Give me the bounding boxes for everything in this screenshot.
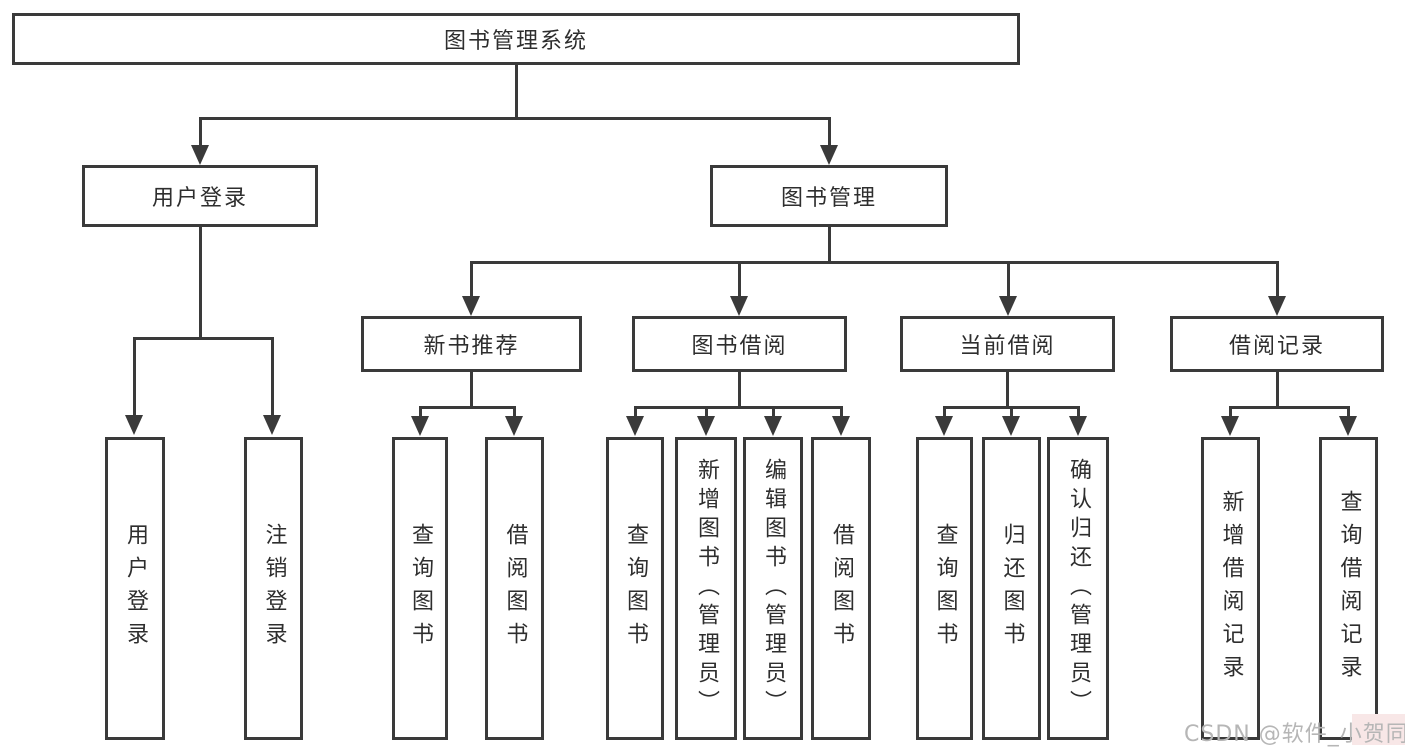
connector-line [1229,406,1232,418]
leaf-edit-books-admin: 编辑图书（管理员） [743,437,803,740]
arrow-down-icon [505,416,523,436]
node-label: 图书管理 [780,186,877,211]
leaf-label: 注销登录 [261,522,287,655]
node-label: 图书借阅 [691,334,788,359]
leaf-label: 查询图书 [932,522,958,655]
connector-line [1276,261,1279,298]
arrow-down-icon [764,416,782,436]
connector-line [738,261,741,298]
node-user-login: 用户登录 [82,165,318,227]
node-book-management: 图书管理 [710,165,948,227]
leaf-query-books-borrowing: 查询图书 [606,437,664,740]
leaf-return-books: 归还图书 [982,437,1041,740]
node-label: 图书管理系统 [443,29,588,54]
connector-line [133,337,136,417]
connector-line [199,117,830,120]
leaf-label: 借阅图书 [829,522,854,655]
leaf-label: 新增借阅记录 [1218,489,1244,688]
leaf-confirm-return-admin: 确认归还（管理员） [1047,437,1109,740]
arrow-down-icon [832,416,850,436]
node-book-borrowing: 图书借阅 [632,316,847,372]
leaf-label: 归还图书 [999,522,1025,655]
node-current-borrowing: 当前借阅 [900,316,1115,372]
connector-line [470,261,1278,264]
leaf-label: 新增图书（管理员） [694,458,719,719]
connector-line [705,406,708,418]
connector-line [828,117,831,148]
connector-line [199,117,202,148]
leaf-add-books-admin: 新增图书（管理员） [675,437,737,740]
arrow-down-icon [125,415,143,435]
connector-line [1010,406,1013,418]
arrow-down-icon [263,415,281,435]
leaf-logout: 注销登录 [244,437,303,740]
arrow-down-icon [1002,416,1020,436]
node-label: 当前借阅 [959,334,1056,359]
leaf-label: 确认归还（管理员） [1066,458,1091,719]
leaf-query-books-recommend: 查询图书 [392,437,448,740]
leaf-user-login: 用户登录 [105,437,165,740]
leaf-borrow-books-recommend: 借阅图书 [485,437,544,740]
connector-line [1007,261,1010,298]
arrow-down-icon [191,145,209,165]
arrow-down-icon [935,416,953,436]
connector-line [634,406,637,418]
leaf-label: 用户登录 [123,522,148,655]
leaf-label: 编辑图书（管理员） [761,458,786,719]
arrow-down-icon [411,416,429,436]
arrow-down-icon [1268,296,1286,316]
arrow-down-icon [820,145,838,165]
connector-line [1347,406,1350,418]
leaf-query-borrow-record: 查询借阅记录 [1319,437,1378,740]
arrow-down-icon [999,296,1017,316]
node-root-library-system: 图书管理系统 [12,13,1020,65]
arrow-down-icon [730,296,748,316]
connector-line [470,372,473,408]
leaf-query-books-current: 查询图书 [916,437,973,740]
node-label: 用户登录 [151,186,248,211]
connector-line [1276,372,1279,408]
node-new-book-recommend: 新书推荐 [361,316,582,372]
csdn-watermark: CSDN @软件_小贺同学 [1184,722,1405,747]
connector-line [470,261,473,298]
arrow-down-icon [462,296,480,316]
connector-line [513,406,516,418]
arrow-down-icon [1221,416,1239,436]
arrow-down-icon [697,416,715,436]
connector-line [1006,372,1009,408]
node-label: 借阅记录 [1228,334,1325,359]
connector-line [134,337,274,340]
connector-line [828,227,831,263]
connector-line [943,406,946,418]
arrow-down-icon [626,416,644,436]
connector-line [738,372,741,408]
connector-line [635,406,842,409]
leaf-borrow-books-borrowing: 借阅图书 [811,437,871,740]
connector-line [515,65,518,119]
leaf-label: 借阅图书 [502,522,528,655]
node-borrowing-records: 借阅记录 [1170,316,1384,372]
connector-line [1230,406,1349,409]
connector-line [419,406,422,418]
connector-line [840,406,843,418]
connector-line [420,406,516,409]
arrow-down-icon [1069,416,1087,436]
leaf-label: 查询图书 [623,522,648,655]
watermark-tint [1352,714,1405,745]
connector-line [1077,406,1080,418]
connector-line [772,406,775,418]
connector-line [199,227,202,339]
leaf-add-borrow-record: 新增借阅记录 [1201,437,1260,740]
leaf-label: 查询图书 [408,522,433,655]
node-label: 新书推荐 [423,334,520,359]
arrow-down-icon [1339,416,1357,436]
leaf-label: 查询借阅记录 [1336,489,1362,688]
connector-line [271,337,274,417]
